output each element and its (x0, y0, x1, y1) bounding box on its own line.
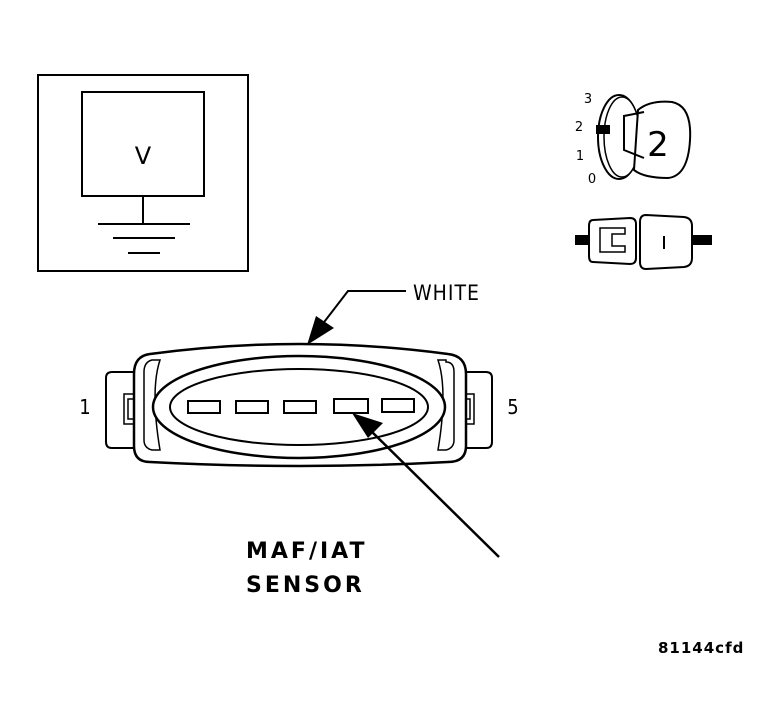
terminal-5 (381, 398, 415, 413)
ignition-position-1: 1 (576, 149, 584, 164)
sensor-connector-face (105, 342, 493, 468)
ignition-selected-position: 2 (647, 125, 669, 165)
ignition-position-0: 0 (588, 172, 596, 187)
ignition-position-2: 2 (575, 120, 583, 135)
ignition-position-3: 3 (584, 92, 592, 107)
terminal-3 (283, 400, 317, 414)
wire-color-label: WHITE (413, 281, 480, 305)
pin-number-right: 5 (507, 395, 518, 419)
pin-number-left: 1 (79, 395, 90, 419)
wire-pointer-arrow (307, 290, 406, 345)
voltmeter-symbol-label: V (135, 142, 152, 170)
ground-icon (98, 196, 190, 254)
connector-pair-icon (575, 213, 712, 271)
component-name-line2: SENSOR (246, 573, 365, 598)
terminal-2 (235, 400, 269, 414)
terminal-1 (187, 400, 221, 414)
terminal-4 (333, 398, 369, 414)
ignition-switch-icon: 3 2 1 0 2 (575, 92, 692, 187)
terminal-pointer-arrow (352, 413, 500, 558)
component-name-line1: MAF/IAT (246, 539, 368, 564)
figure-id: 81144cfd (658, 639, 744, 657)
voltmeter-symbol: V (37, 74, 249, 272)
